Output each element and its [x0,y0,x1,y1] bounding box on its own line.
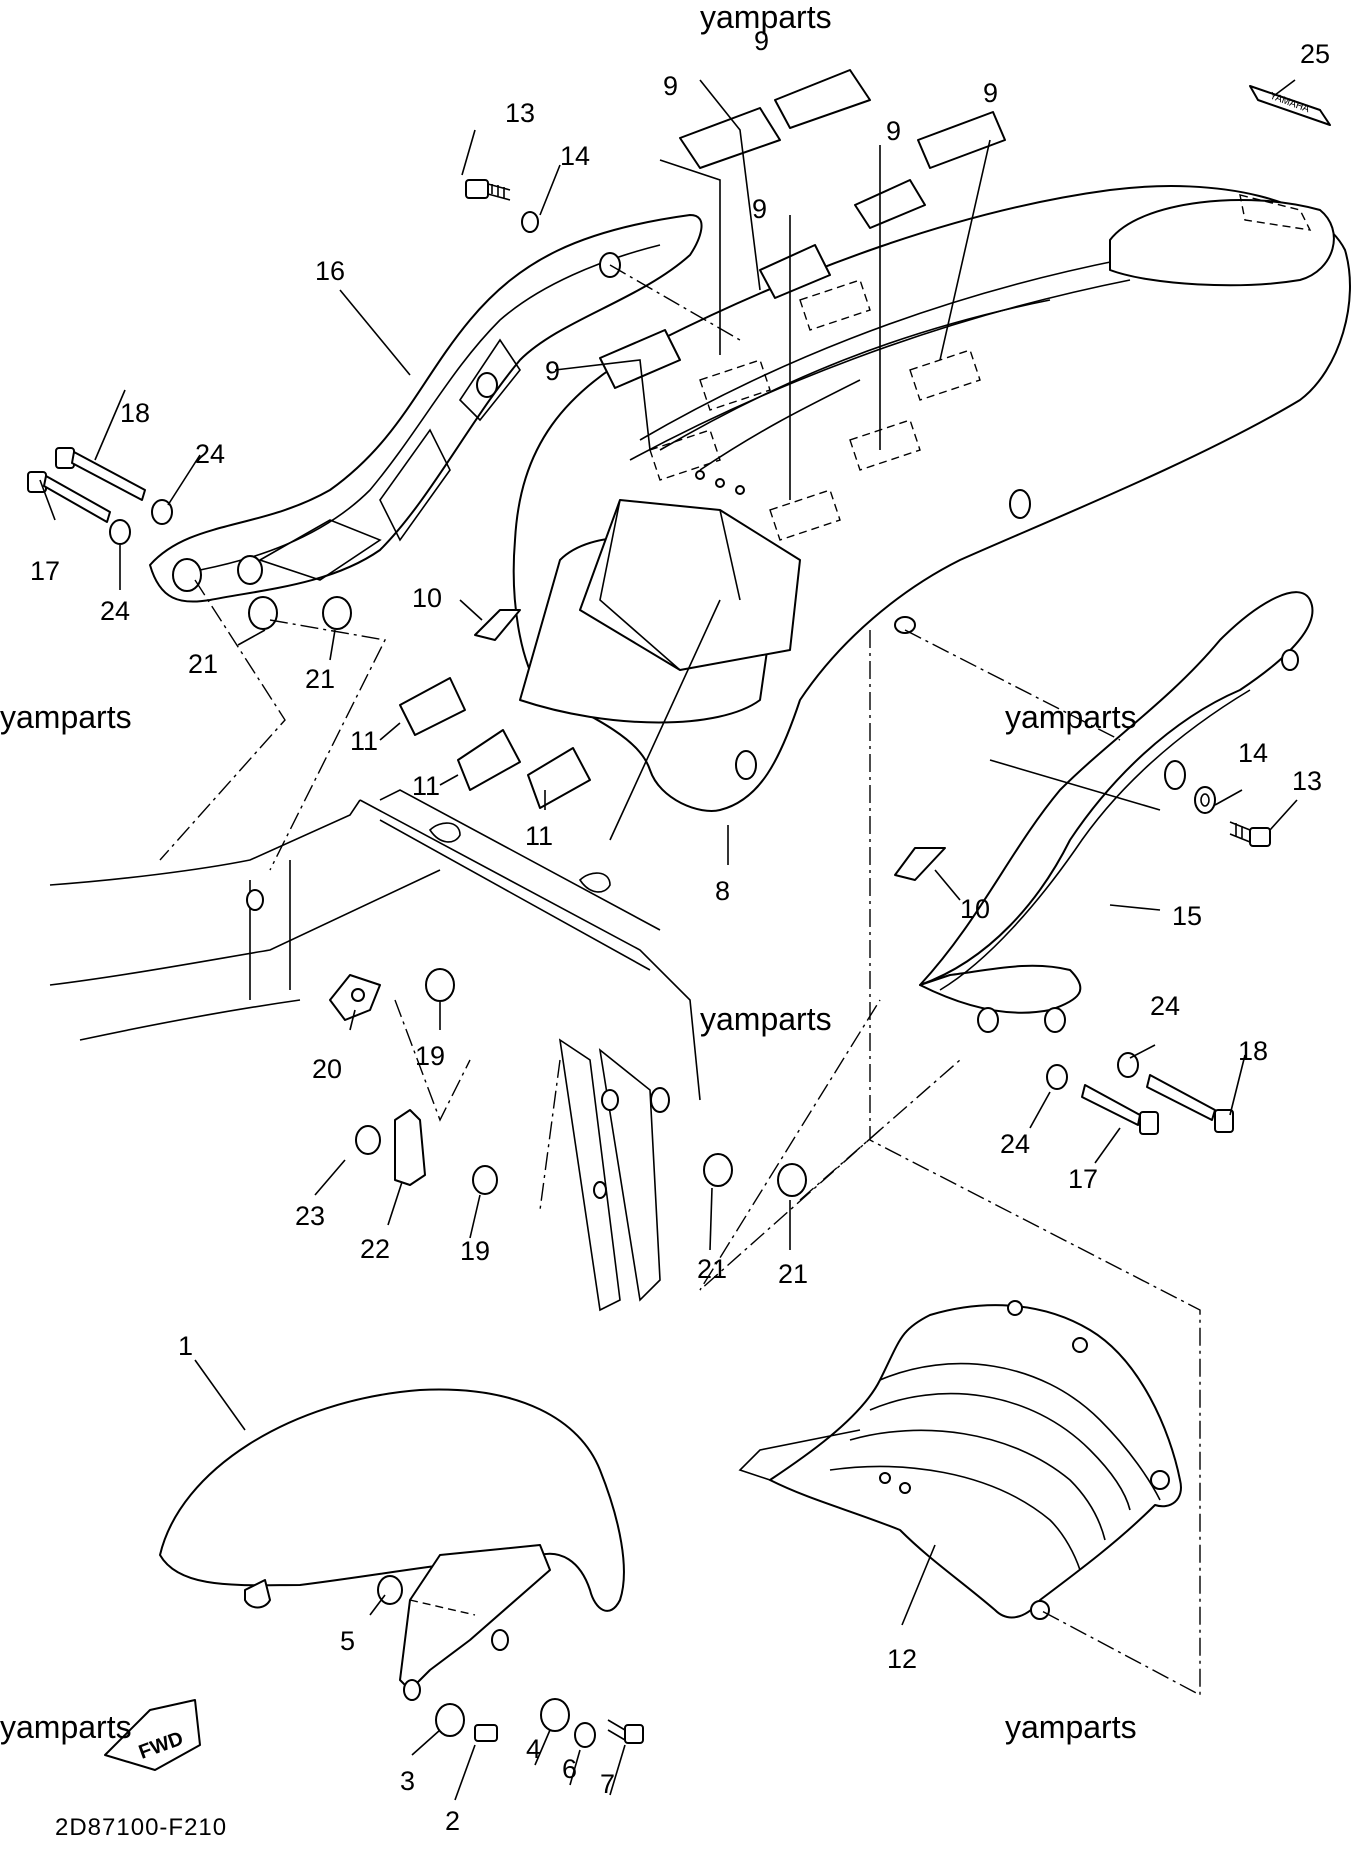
callout-8: 8 [715,876,730,906]
callout-23: 23 [295,1201,325,1231]
watermark: yamparts [1005,699,1137,735]
watermark: yamparts [1005,1709,1137,1745]
callout-11: 11 [525,821,553,851]
callout-13: 13 [1292,766,1322,796]
callout-19: 19 [460,1236,490,1266]
callout-4: 4 [526,1734,541,1764]
bolt-18-left [55,447,146,501]
callout-10: 10 [960,894,990,924]
callout-14: 14 [560,141,590,171]
assembly-lines [159,264,1201,1697]
callout-1: 1 [178,1331,193,1361]
callout-12: 12 [887,1644,917,1674]
watermark: yamparts [700,1001,832,1037]
watermark: yamparts [0,1709,132,1745]
side-rail-left [149,214,703,603]
washer-24-right [1046,1052,1139,1090]
bolt-13-top [465,179,511,201]
decal-9 [599,69,1006,541]
callout-15: 15 [1172,901,1202,931]
watermark: yamparts [700,0,832,35]
callout-20: 20 [312,1054,342,1084]
nut-20 [329,974,381,1021]
callout-9: 9 [663,71,678,101]
callout-9: 9 [754,26,769,56]
clip-10 [474,609,946,881]
bolt-13-right [1229,821,1271,847]
callout-2: 2 [445,1806,460,1836]
watermarks: yamparts yamparts yamparts yamparts yamp… [0,0,1137,1745]
nut-19 [425,968,498,1195]
callout-24: 24 [1000,1129,1030,1159]
callout-25: 25 [1300,39,1330,69]
callout-11: 11 [412,771,440,801]
callout-11: 11 [350,726,378,756]
callout-6: 6 [562,1754,577,1784]
decal-11 [399,677,591,809]
callout-9: 9 [752,194,767,224]
callout-17: 17 [30,556,60,586]
callout-24: 24 [1150,991,1180,1021]
callout-10: 10 [412,583,442,613]
side-rail-right [919,591,1314,1033]
callout-13: 13 [505,98,535,128]
watermark: yamparts [0,699,132,735]
callout-24: 24 [100,596,130,626]
rear-inner-fender [738,1300,1182,1620]
bolt-18-right [1146,1074,1234,1133]
washer-14 [521,211,1216,814]
callout-19: 19 [415,1041,445,1071]
callout-17: 17 [1068,1164,1098,1194]
callout-labels: 13 14 25 9 9 9 9 9 9 16 18 24 17 24 21 2… [30,26,1330,1836]
fwd-arrow: FWD [104,1699,201,1771]
callout-21: 21 [188,649,218,679]
callout-22: 22 [360,1234,390,1264]
collar-21 [248,596,807,1197]
callout-9: 9 [886,116,901,146]
washer-24-left [109,499,173,545]
decal-25: YAMAHA [1239,85,1331,231]
bolt-17-right [1081,1084,1159,1135]
callout-7: 7 [600,1769,615,1799]
callout-18: 18 [1238,1036,1268,1066]
callout-24: 24 [195,439,225,469]
frame-section [49,789,701,1312]
nut-23 [355,1125,381,1155]
callout-14: 14 [1238,738,1268,768]
diagram-code: 2D87100-F210 [55,1814,227,1841]
callout-9: 9 [983,78,998,108]
callout-18: 18 [120,398,150,428]
bolt-17-left [27,471,111,523]
front-fender [159,1388,625,1701]
callout-3: 3 [400,1766,415,1796]
callout-9: 9 [545,356,560,386]
rear-fender [512,185,1351,812]
leader-lines [39,79,1298,1801]
callout-21: 21 [697,1254,727,1284]
callout-21: 21 [778,1259,808,1289]
callout-16: 16 [315,256,345,286]
callout-5: 5 [340,1626,355,1656]
bracket-22 [394,1109,426,1186]
callout-21: 21 [305,664,335,694]
